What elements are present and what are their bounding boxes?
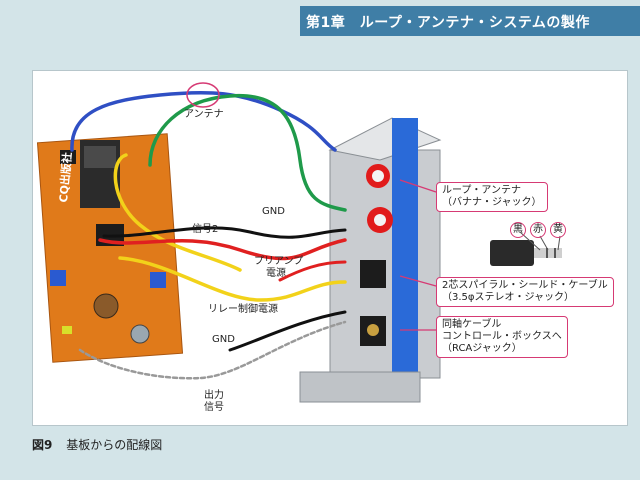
label-preamp-power-2: 電源 [266, 268, 286, 279]
label-preamp-power-1: プリアンプ [254, 256, 304, 267]
wire-red-preamp [278, 260, 347, 282]
label-output-2: 信号 [204, 402, 224, 413]
chapter-title: 第1章 ループ・アンテナ・システムの製作 [306, 15, 590, 31]
plug-label-yellow: 黄 [550, 222, 566, 238]
figure-caption: 図9 基板からの配線図 [32, 436, 162, 453]
stereo-jack [360, 260, 386, 288]
jack-box [299, 117, 442, 403]
callout-shield-cable: 2芯スパイラル・シールド・ケーブル （3.5φステレオ・ジャック） [436, 277, 614, 307]
label-output-1: 出力 [204, 390, 224, 401]
pcb [36, 133, 184, 363]
wire-output-signal [78, 320, 347, 380]
wire-black-gnd [102, 226, 347, 239]
figure-number: 図9 [32, 438, 53, 452]
callout-shield-cable-line2: （3.5φステレオ・ジャック） [442, 292, 574, 303]
callout-line-loop [399, 179, 437, 193]
wire-yellow-relay [118, 256, 347, 302]
label-relay-power: リレー制御電源 [208, 304, 278, 315]
plug-label-red: 赤 [530, 222, 546, 238]
wire-yellow-signal [113, 153, 242, 272]
figure-caption-text: 基板からの配線図 [66, 438, 163, 452]
callout-loop-antenna-line2: （バナナ・ジャック） [442, 197, 542, 208]
box-blue-side [392, 118, 418, 388]
wire-blue [70, 90, 337, 152]
label-antenna: アンテナ [184, 109, 224, 120]
stereo-plug [490, 231, 562, 266]
chapter-header-bar [300, 6, 640, 36]
label-signal2: 信号2 [192, 224, 219, 235]
wire-black-gnd2 [228, 310, 347, 352]
trimmer-1 [50, 270, 66, 286]
trimmer-2 [150, 272, 166, 288]
callout-shield-cable-line1: 2芯スパイラル・シールド・ケーブル [442, 280, 608, 291]
callout-coax: 同軸ケーブル コントロール・ボックスへ （RCAジャック） [436, 316, 568, 358]
callout-coax-line2: コントロール・ボックスへ [442, 331, 562, 342]
callout-line-cable [399, 275, 437, 287]
label-gnd-2: GND [212, 334, 235, 345]
antenna-join-highlight [186, 82, 220, 108]
callout-loop-antenna: ループ・アンテナ （バナナ・ジャック） [436, 182, 548, 212]
capacitor [130, 324, 150, 344]
callout-coax-line3: （RCAジャック） [442, 343, 522, 354]
plug-label-black: 黒 [510, 222, 526, 238]
toroid-coil [93, 293, 119, 319]
box-base [299, 371, 421, 403]
callout-coax-line1: 同軸ケーブル [442, 319, 502, 330]
callout-loop-antenna-line1: ループ・アンテナ [442, 185, 521, 196]
label-gnd-1: GND [262, 206, 285, 217]
pcb-board [36, 133, 184, 363]
wire-green [148, 93, 347, 212]
wire-red [98, 238, 347, 261]
